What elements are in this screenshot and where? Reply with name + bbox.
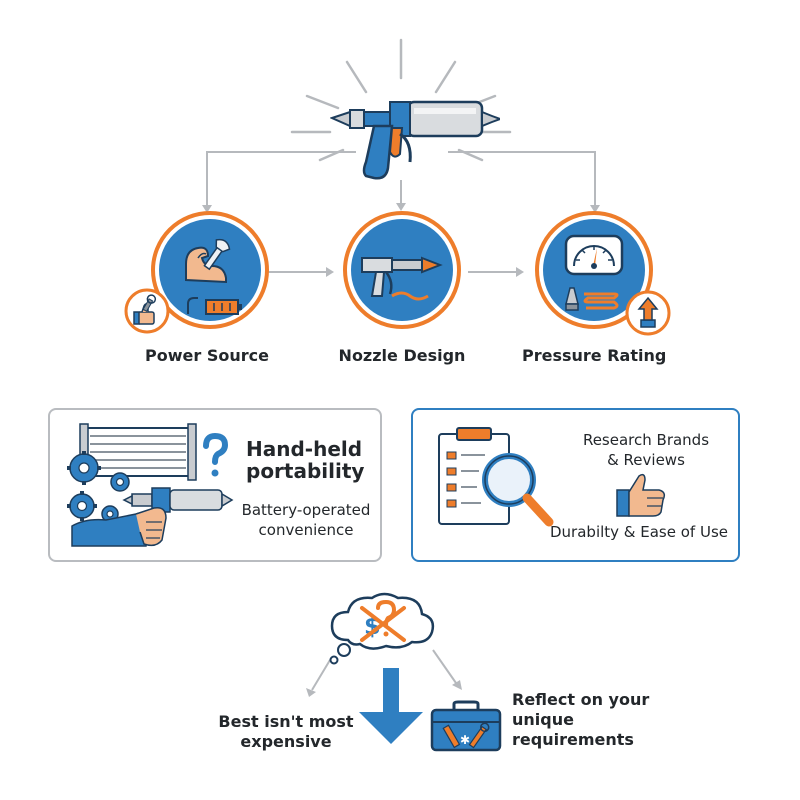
research-box: Research Brands & Reviews Durabilty & Ea… xyxy=(411,408,740,562)
clipboard-checklist-icon xyxy=(438,427,510,525)
pressure-rating-label: Pressure Rating xyxy=(522,346,667,365)
power-source-node xyxy=(150,210,270,330)
nozzle-gun-icon xyxy=(361,256,443,301)
thumbs-up-icon xyxy=(616,473,666,517)
thumb-wrench-icon xyxy=(124,288,170,334)
research-line-1: Research Brands xyxy=(582,431,710,449)
nozzle-design-node xyxy=(342,210,462,330)
arm-wrench-icon xyxy=(185,238,231,284)
power-source-label: Power Source xyxy=(145,346,269,365)
caulking-gun-icon xyxy=(330,100,500,180)
research-line-2: & Reviews xyxy=(607,451,685,469)
arrow-up-icon xyxy=(625,290,671,336)
svg-text:✱: ✱ xyxy=(460,733,470,747)
reflect-requirements-text: Reflect on your unique requirements xyxy=(512,690,650,749)
portability-box: Hand-held portability Battery-operated c… xyxy=(48,408,382,562)
question-mark-icon xyxy=(203,432,229,477)
toolbox-icon: ✱ xyxy=(430,700,502,752)
best-not-expensive-text: Best isn't most expensive xyxy=(218,712,354,751)
portability-title: Hand-held portability xyxy=(246,437,365,483)
nozzle-design-label: Nozzle Design xyxy=(338,346,466,365)
portability-subtitle: Battery-operated convenience xyxy=(241,501,371,539)
gauge-icon xyxy=(564,234,624,276)
magnifier-icon xyxy=(482,453,554,527)
down-arrow-icon xyxy=(359,668,423,744)
valve-coil-icon xyxy=(565,287,619,311)
research-line-3: Durabilty & Ease of Use xyxy=(550,523,728,541)
pressure-rating-node xyxy=(534,210,654,330)
thought-cloud-no-money-icon: $ xyxy=(329,592,435,665)
gears-hand-gun-icon xyxy=(67,423,234,547)
battery-plug-icon xyxy=(187,297,242,315)
